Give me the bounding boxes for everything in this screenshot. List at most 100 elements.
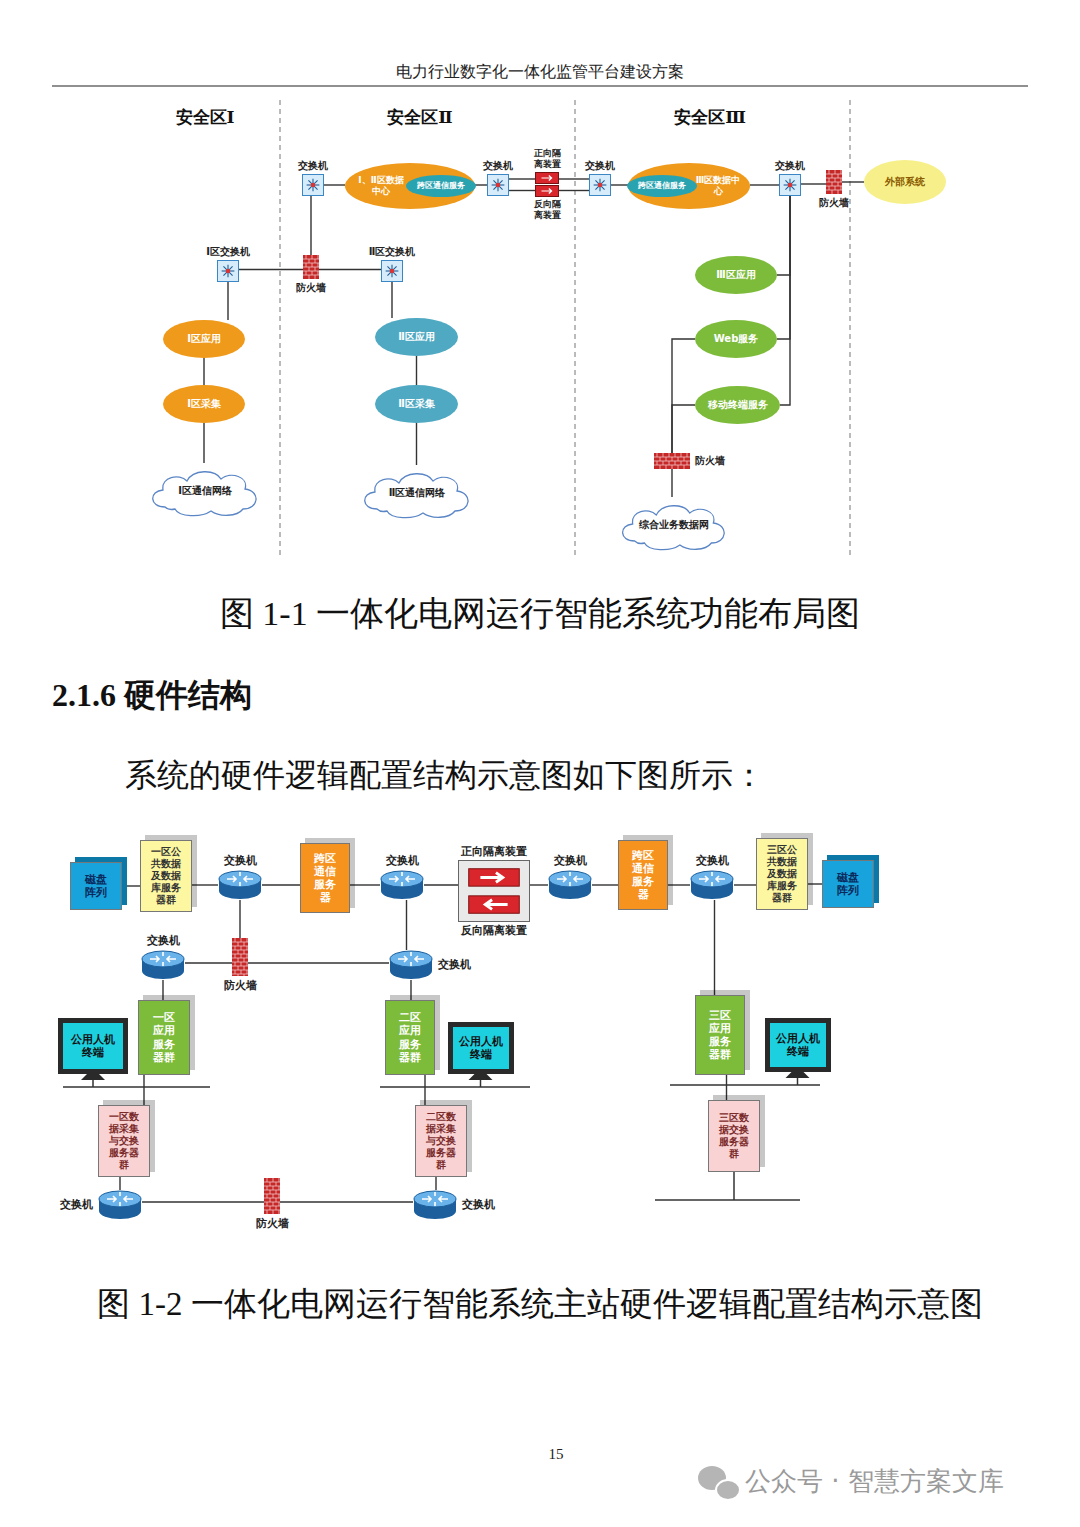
firewall-icon xyxy=(303,255,319,279)
page-text: 15 xyxy=(549,1446,564,1463)
node-label: 外部系统 xyxy=(885,176,925,188)
connector xyxy=(410,980,411,1000)
terminal-monitor: 公用人机终端 xyxy=(765,1018,831,1072)
isolator-icon xyxy=(536,173,558,183)
connector xyxy=(559,190,589,191)
connector xyxy=(239,900,240,938)
page-text: 系统的硬件逻辑配置结构示意图如下图所示： xyxy=(125,754,765,798)
isolator-node: 正向隔离装置反向隔离装置 xyxy=(458,860,530,922)
node-label: 移动终端服务 xyxy=(708,399,768,411)
connector xyxy=(671,469,672,497)
switch-icon xyxy=(780,175,800,195)
lan-bus xyxy=(655,1199,800,1201)
firewall-icon xyxy=(654,453,690,469)
node-label: 跨区通信服务 xyxy=(417,181,465,191)
switch-icon xyxy=(382,261,402,281)
connector xyxy=(435,1177,436,1190)
connector xyxy=(406,900,407,950)
isolator-node: 反向隔离装置 xyxy=(535,185,559,197)
watermark: 公众号 · 智慧方案文库 xyxy=(745,1464,1004,1499)
node-label: 一区应用服务器群 xyxy=(151,1011,177,1064)
connector xyxy=(424,884,458,885)
firewall-icon xyxy=(232,938,248,976)
connector xyxy=(162,980,163,1000)
monitor-stand xyxy=(469,1074,493,1080)
ellipse-node: Ⅰ区应用 xyxy=(163,320,245,358)
node-label: 交换机 xyxy=(696,854,729,867)
figure-caption: 图 1-1 一体化电网运行智能系统功能布局图 xyxy=(220,591,860,637)
node-label: 交换机 xyxy=(386,854,419,867)
ellipse-node: 跨区通信服务 xyxy=(627,175,697,197)
node-label: 反向隔离装置 xyxy=(461,924,527,937)
server-box: 二区数据采集与交换服务器群 xyxy=(415,1105,467,1177)
node-label: 综合业务数据网 xyxy=(639,519,709,531)
node-label: 防火墙 xyxy=(695,455,725,467)
connector xyxy=(324,184,345,185)
firewall-icon xyxy=(264,1178,280,1214)
zone-divider xyxy=(575,100,576,555)
zone-divider xyxy=(850,100,851,555)
router-node: 交换机 xyxy=(690,870,734,900)
switch-icon xyxy=(303,175,323,195)
node-label: 正向隔离装置 xyxy=(461,845,527,858)
isolator-node: 正向隔离装置 xyxy=(535,172,559,184)
node-label: 磁盘阵列 xyxy=(835,871,861,897)
connector xyxy=(203,358,204,385)
firewall-node: 防火墙 xyxy=(826,170,842,194)
ellipse-node: Ⅱ区采集 xyxy=(375,385,458,423)
server-box: 二区应用服务器群 xyxy=(385,1000,435,1075)
node-label: Ⅰ区交换机 xyxy=(206,246,250,258)
router-icon xyxy=(98,1190,142,1220)
node-label: Ⅱ区交换机 xyxy=(369,246,416,258)
connector xyxy=(122,885,140,886)
node-label: 三区公共数据及数据库服务器群 xyxy=(766,844,799,904)
node-label: 三区应用服务器群 xyxy=(707,1009,733,1062)
firewall-node: 防火墙 xyxy=(232,938,248,976)
router-node: 交换机 xyxy=(218,870,262,900)
node-label: 防火墙 xyxy=(296,282,326,294)
server-box: 一区应用服务器群 xyxy=(138,1000,190,1075)
connector xyxy=(416,356,417,385)
connector xyxy=(319,269,381,270)
node-label: 交换机 xyxy=(585,160,615,172)
node-label: 交换机 xyxy=(298,160,328,172)
connector xyxy=(726,1075,727,1100)
terminal-monitor: 公用人机终端 xyxy=(448,1022,514,1074)
node-label: 跨区通信服务器 xyxy=(630,849,656,902)
router-icon xyxy=(141,950,185,980)
server-box: 跨区通信服务器 xyxy=(618,840,668,910)
switch-icon xyxy=(590,175,610,195)
node-label: 交换机 xyxy=(775,160,805,172)
ellipse-node: Ⅲ区应用 xyxy=(695,256,777,294)
node-label: 二区应用服务器群 xyxy=(397,1011,423,1064)
connector xyxy=(777,196,790,275)
connector xyxy=(530,884,548,885)
connector xyxy=(780,196,790,405)
ellipse-node: Ⅰ区采集 xyxy=(163,385,245,423)
section-heading: 2.1.6 硬件结构 xyxy=(52,674,252,718)
node-label: 公用人机终端 xyxy=(457,1035,505,1061)
switch-node: 交换机 xyxy=(589,174,611,196)
connector xyxy=(424,1075,425,1105)
server-box: 一区公共数据及数据库服务器群 xyxy=(140,840,192,912)
node-label: 交换机 xyxy=(554,854,587,867)
bus-drop xyxy=(733,1172,735,1200)
node-label: 反向隔离装置 xyxy=(531,199,563,221)
firewall-node: 防火墙 xyxy=(264,1178,280,1214)
connector xyxy=(142,1201,264,1202)
server-box: 三区公共数据及数据库服务器群 xyxy=(756,838,808,910)
node-label: 交换机 xyxy=(224,854,257,867)
cloud-node: 综合业务数据网 xyxy=(615,497,733,552)
switch-node: Ⅱ区交换机 xyxy=(381,260,403,282)
connector xyxy=(416,423,417,465)
router-icon xyxy=(690,870,734,900)
connector xyxy=(801,183,826,184)
connector xyxy=(192,884,218,885)
connector xyxy=(391,282,392,318)
ellipse-node: Ⅱ区应用 xyxy=(375,318,458,356)
switch-node: 交换机 xyxy=(302,174,324,196)
page-text: 安全区Ⅱ xyxy=(387,106,452,129)
switch-node: 交换机 xyxy=(779,174,801,196)
connector xyxy=(611,184,628,185)
ellipse-node: Ⅰ、Ⅱ区数据中心跨区通信服务 xyxy=(345,163,475,209)
